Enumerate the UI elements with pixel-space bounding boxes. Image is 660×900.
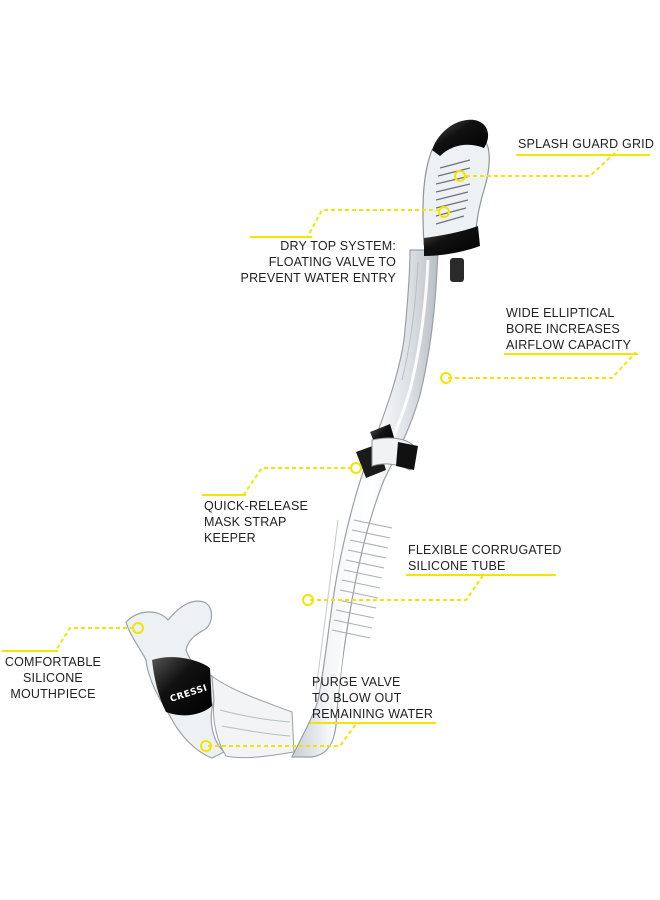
callout-line-splash-guard xyxy=(466,149,619,177)
underline-corrugated xyxy=(406,574,556,576)
label-wide-bore: WIDE ELLIPTICAL BORE INCREASES AIRFLOW C… xyxy=(506,305,631,353)
label-line: SPLASH GUARD GRID xyxy=(518,137,655,151)
marker-wide-bore xyxy=(440,372,452,384)
label-line: MOUTHPIECE xyxy=(10,687,96,701)
callout-line-quick-release xyxy=(243,467,352,495)
marker-splash-guard xyxy=(454,170,466,182)
corrugated-section xyxy=(315,519,393,691)
label-line: FLOATING VALVE TO xyxy=(268,255,396,269)
label-splash-guard: SPLASH GUARD GRID xyxy=(518,136,654,152)
mask-strap-keeper xyxy=(356,424,418,478)
label-line: SILICONE TUBE xyxy=(408,559,506,573)
label-line: FLEXIBLE CORRUGATED xyxy=(408,543,562,557)
mouthpiece: CRESSI xyxy=(125,600,295,759)
callout-line-corrugated xyxy=(310,573,485,601)
callout-line-dry-top xyxy=(307,209,440,237)
label-line: PURGE VALVE xyxy=(312,675,401,689)
callout-line-mouthpiece xyxy=(55,627,134,651)
label-line: MASK STRAP xyxy=(204,515,287,529)
label-line: PREVENT WATER ENTRY xyxy=(240,271,396,285)
label-line: REMAINING WATER xyxy=(312,707,434,721)
underline-dry-top xyxy=(250,236,312,238)
callout-line-purge xyxy=(208,723,357,747)
callout-markers xyxy=(132,170,466,752)
marker-mouthpiece xyxy=(132,622,144,634)
callout-lines xyxy=(55,149,637,747)
label-mouthpiece: COMFORTABLE SILICONE MOUTHPIECE xyxy=(2,654,104,702)
label-purge-valve: PURGE VALVE TO BLOW OUT REMAINING WATER xyxy=(312,674,433,722)
marker-purge xyxy=(200,740,212,752)
label-line: COMFORTABLE xyxy=(4,655,102,669)
label-line: AIRFLOW CAPACITY xyxy=(506,338,632,352)
label-corrugated: FLEXIBLE CORRUGATED SILICONE TUBE xyxy=(408,542,562,574)
marker-corrugated xyxy=(302,594,314,606)
label-line: BORE INCREASES xyxy=(506,322,620,336)
label-dry-top: DRY TOP SYSTEM: FLOATING VALVE TO PREVEN… xyxy=(240,238,396,286)
underline-wide-bore xyxy=(504,353,638,355)
underline-splash-guard xyxy=(516,154,650,156)
label-line: QUICK-RELEASE xyxy=(204,499,309,513)
callout-line-wide-bore xyxy=(448,351,637,379)
label-line: DRY TOP SYSTEM: xyxy=(280,239,396,253)
underline-mouthpiece xyxy=(2,650,58,652)
label-line: SILICONE xyxy=(23,671,83,685)
dry-top-valve xyxy=(422,119,490,282)
marker-dry-top xyxy=(438,206,450,218)
label-quick-release: QUICK-RELEASE MASK STRAP KEEPER xyxy=(204,498,308,546)
label-line: KEEPER xyxy=(204,531,256,545)
label-line: TO BLOW OUT xyxy=(312,691,402,705)
underline-quick-release xyxy=(202,494,246,496)
label-line: WIDE ELLIPTICAL xyxy=(506,306,615,320)
underline-purge-valve xyxy=(310,722,436,724)
marker-quick-release xyxy=(350,462,362,474)
